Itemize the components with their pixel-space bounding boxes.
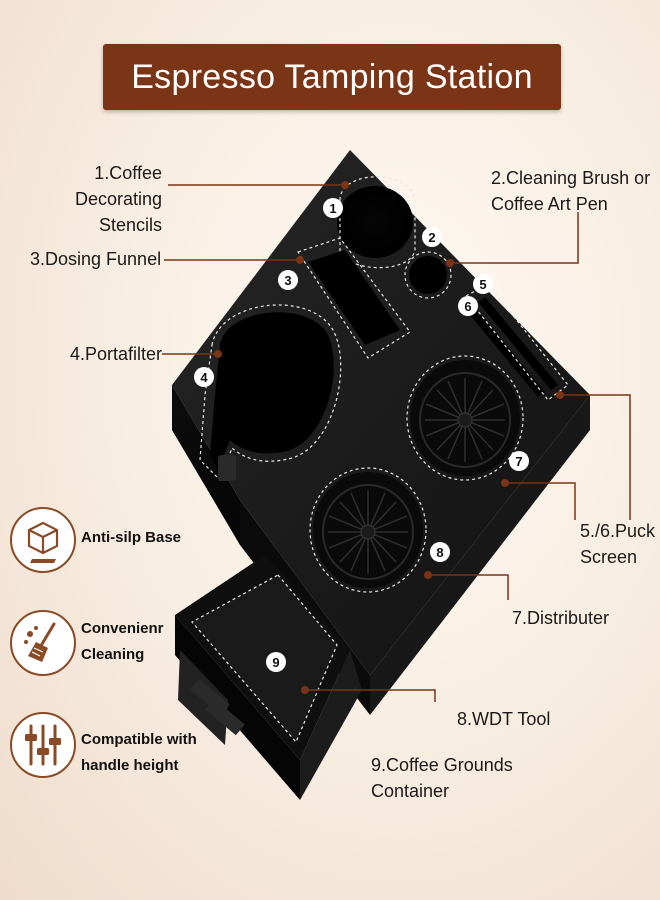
callout-puck-line1: 5./6.Puck <box>580 521 656 541</box>
grounds-drawer <box>175 555 362 800</box>
feature-anti-slip-label: Anti-silp Base <box>81 529 182 546</box>
callout-portafilter: 4.Portafilter <box>70 344 163 364</box>
svg-text:7: 7 <box>515 454 522 469</box>
cube-icon <box>27 521 59 563</box>
callout-puck-line2: Screen <box>580 547 638 567</box>
puck-screen-slots <box>465 283 569 401</box>
svg-text:4: 4 <box>200 370 208 385</box>
number-markers: 1 2 3 4 5 6 7 8 9 <box>194 198 529 672</box>
callout-wdt: 8.WDT Tool <box>457 709 551 729</box>
marker-8: 8 <box>430 542 450 562</box>
callout-stencils: 1.Coffee Decorating Stencils <box>12 160 162 238</box>
svg-text:1: 1 <box>329 201 336 216</box>
feature-handle-height: Compatible with handle height <box>81 727 197 779</box>
portafilter-slot <box>199 304 342 482</box>
stencil-slot <box>337 176 416 269</box>
wdt-disc <box>309 467 427 593</box>
svg-text:5: 5 <box>479 277 486 292</box>
feature-handle-line2: handle height <box>81 757 179 774</box>
callout-brush-line2: Coffee Art Pen <box>491 194 608 214</box>
feature-badge-cleaning <box>10 610 76 676</box>
marker-1: 1 <box>323 198 343 218</box>
svg-text:9: 9 <box>272 655 279 670</box>
distributer-disc <box>406 355 524 481</box>
leader-dots <box>214 181 564 694</box>
sliders-icon <box>25 724 61 766</box>
marker-5: 5 <box>473 274 493 294</box>
marker-9: 9 <box>266 652 286 672</box>
feature-badge-anti-slip <box>10 507 76 573</box>
callout-distributer: 7.Distributer <box>512 608 610 628</box>
feature-cleaning-line2: Cleaning <box>81 646 145 663</box>
svg-text:8: 8 <box>436 545 443 560</box>
page-title: Espresso Tamping Station <box>131 57 533 96</box>
marker-6: 6 <box>458 296 478 316</box>
feature-anti-slip: Anti-silp Base <box>81 525 181 551</box>
feature-handle-line1: Compatible with <box>81 731 197 748</box>
callout-stencils-line1: 1.Coffee <box>94 163 162 183</box>
broom-icon <box>24 622 56 662</box>
funnel-slot <box>297 237 411 359</box>
callout-container-line1: 9.Coffee Grounds <box>371 755 513 775</box>
callout-stencils-line2: Decorating Stencils <box>74 189 162 235</box>
title-banner: Espresso Tamping Station <box>103 44 561 110</box>
marker-2: 2 <box>422 227 442 247</box>
marker-4: 4 <box>194 367 214 387</box>
marker-3: 3 <box>278 270 298 290</box>
brush-slot <box>404 251 452 299</box>
svg-text:6: 6 <box>464 299 471 314</box>
svg-text:3: 3 <box>284 273 291 288</box>
feature-cleaning-line1: Convenienr <box>81 620 164 637</box>
feature-cleaning: Convenienr Cleaning <box>81 616 164 668</box>
callout-funnel: 3.Dosing Funnel <box>30 249 162 269</box>
callout-container-line2: Container <box>371 781 450 801</box>
leader-lines <box>162 184 631 702</box>
feature-badge-handle-height <box>10 712 76 778</box>
callout-brush: 2.Cleaning Brush or Coffee Art Pen <box>491 165 656 217</box>
svg-text:2: 2 <box>428 230 435 245</box>
callout-brush-line1: 2.Cleaning Brush or <box>491 168 651 188</box>
marker-7: 7 <box>509 451 529 471</box>
callout-container: 9.Coffee Grounds Container <box>371 752 541 804</box>
callout-puck-screen: 5./6.Puck Screen <box>580 518 660 570</box>
